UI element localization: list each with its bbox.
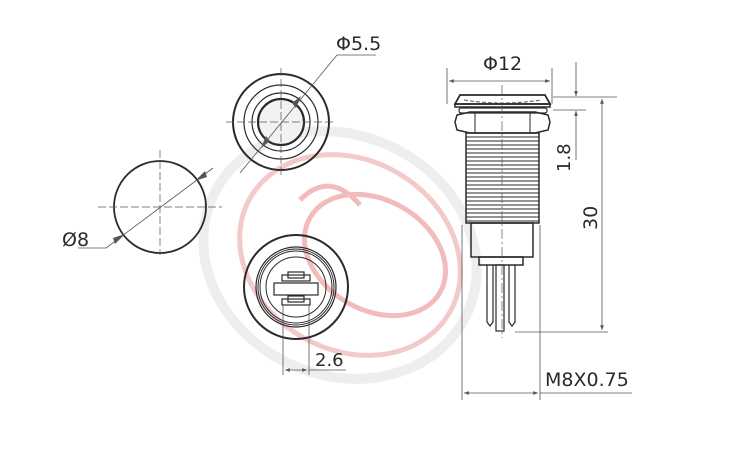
head-height-label: 1.8 <box>554 143 575 172</box>
thread-lines <box>466 136 539 222</box>
side-view <box>446 62 632 400</box>
watermark-logo <box>198 126 482 384</box>
head-diameter-label: Φ12 <box>483 53 522 75</box>
top-view <box>226 54 376 176</box>
total-length-label: 30 <box>580 206 602 230</box>
pin-spacing-label: 2.6 <box>315 350 344 371</box>
thread-spec-label: M8X0.75 <box>545 369 629 391</box>
bottom-view <box>243 234 349 375</box>
cutout-diameter-label: Ø8 <box>62 229 89 251</box>
lens-diameter-label: Φ5.5 <box>336 33 381 55</box>
panel-cutout-view <box>78 150 222 255</box>
